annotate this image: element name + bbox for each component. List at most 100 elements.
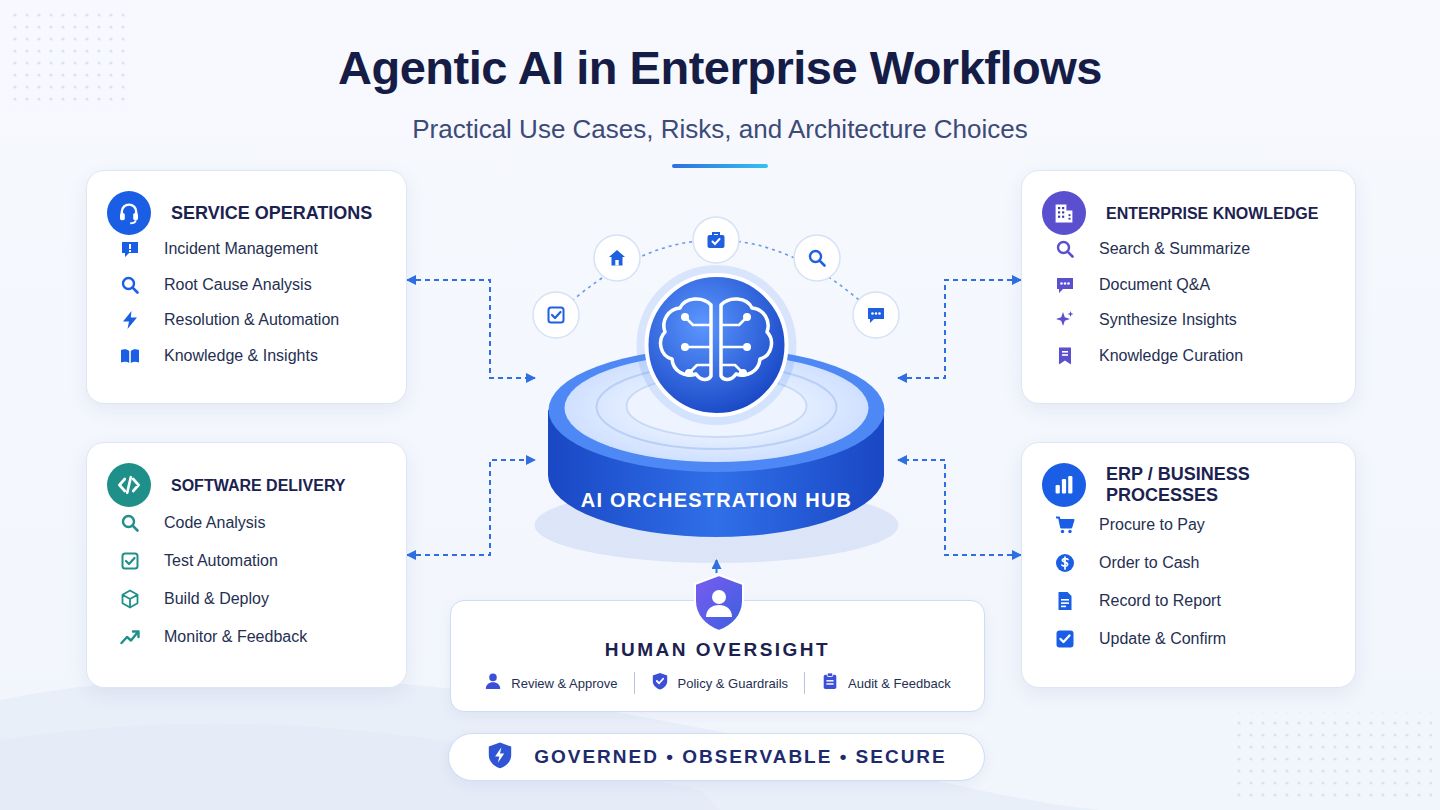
icon: [120, 627, 140, 647]
dot-grid: [1232, 712, 1432, 804]
icon: [120, 551, 140, 571]
list-row: Order to Cash: [1022, 544, 1199, 582]
list-item: Knowledge & Insights: [164, 347, 318, 365]
list-row: Procure to Pay: [1022, 506, 1205, 544]
list-item: Document Q&A: [1099, 276, 1210, 294]
icon-chat: [1055, 275, 1075, 295]
list-row: Document Q&A: [1022, 267, 1210, 303]
node-pill: GOVERNED • OBSERVABLE • SECURE: [448, 733, 985, 781]
node-hub: AI ORCHESTRATION HUB: [535, 225, 898, 560]
icon: [821, 672, 839, 690]
oversight-row: Review & Approve Policy & Guardrails Audit…: [451, 669, 984, 697]
oversight-badge: [691, 573, 747, 633]
list-item: Incident Management: [164, 240, 318, 258]
card-heading: ERP / BUSINESS PROCESSES: [1106, 463, 1347, 507]
header-icon: [1042, 463, 1086, 507]
dashed-connector: [407, 280, 535, 378]
dot-grid: [10, 10, 130, 110]
oversight-item-text: Policy & Guardrails: [678, 676, 789, 691]
list-row: Test Automation: [87, 542, 278, 580]
icon-shieldbolt: [486, 741, 514, 773]
icon: [1055, 275, 1075, 295]
oversight-item-text: Audit & Feedback: [848, 676, 951, 691]
icon: [1052, 473, 1076, 497]
icon-cart: [1055, 515, 1075, 535]
oversight-item: Policy & Guardrails: [634, 672, 805, 694]
icon: [1055, 591, 1075, 611]
list-item: Code Analysis: [164, 514, 265, 532]
node-card: SOFTWARE DELIVERY Code AnalysisTest Autom…: [86, 442, 407, 688]
diagram-title: Agentic AI in Enterprise Workflows: [0, 40, 1440, 95]
icon: [651, 672, 669, 690]
list-row: Update & Confirm: [1022, 620, 1226, 658]
icon: [484, 672, 502, 690]
shield-badge: [691, 573, 747, 633]
icon: [120, 513, 140, 533]
card-heading: SERVICE OPERATIONS: [171, 191, 398, 235]
dashed-connector: [898, 460, 1021, 555]
icon: [120, 346, 140, 366]
list-item: Build & Deploy: [164, 590, 269, 608]
icon: [1052, 201, 1076, 225]
list-row: Resolution & Automation: [87, 302, 339, 338]
list-item: Resolution & Automation: [164, 311, 339, 329]
header-icon: [107, 191, 151, 235]
icon-checkfill: [1055, 629, 1075, 649]
icon-checkbox: [120, 551, 140, 571]
icon-dollar: [1055, 553, 1075, 573]
list-row: Search & Summarize: [1022, 231, 1250, 267]
list-item: Update & Confirm: [1099, 630, 1226, 648]
list-row: Code Analysis: [87, 504, 265, 542]
card-heading: SOFTWARE DELIVERY: [171, 463, 398, 507]
list-row: Root Cause Analysis: [87, 267, 312, 303]
icon-cube: [120, 589, 140, 609]
oversight-item: Review & Approve: [468, 672, 633, 694]
icon-search: [120, 275, 140, 295]
icon-trend: [120, 627, 140, 647]
subtitle: Practical Use Cases, Risks, and Architec…: [0, 114, 1440, 145]
list-item: Test Automation: [164, 552, 278, 570]
icon: [1055, 553, 1075, 573]
list-row: Monitor & Feedback: [87, 618, 307, 656]
list-row: Build & Deploy: [87, 580, 269, 618]
icon: [120, 589, 140, 609]
icon-clipboard: [821, 672, 839, 694]
oversight-heading: HUMAN OVERSIGHT: [451, 639, 984, 661]
list-item: Record to Report: [1099, 592, 1221, 610]
dashed-connector: [407, 460, 535, 555]
list-item: Monitor & Feedback: [164, 628, 307, 646]
icon-shield: [651, 672, 669, 694]
header-icon: [107, 463, 151, 507]
list-item: Root Cause Analysis: [164, 276, 312, 294]
header-icon: [1042, 191, 1086, 235]
node-card: SERVICE OPERATIONS Incident ManagementRoo…: [86, 170, 407, 404]
icon: [120, 310, 140, 330]
hub-label: AI ORCHESTRATION HUB: [581, 489, 852, 512]
dashed-connector: [898, 280, 1021, 378]
icon-alert: [120, 239, 140, 259]
list-row: Knowledge Curation: [1022, 338, 1243, 374]
hub-label-band: AI ORCHESTRATION HUB: [535, 480, 898, 520]
node-over: HUMAN OVERSIGHT Review & Approve Policy & …: [450, 600, 985, 712]
icon: [1055, 515, 1075, 535]
icon-doc: [1055, 591, 1075, 611]
list-row: Incident Management: [87, 231, 318, 267]
list-row: Synthesize Insights: [1022, 302, 1237, 338]
list-row: Knowledge & Insights: [87, 338, 318, 374]
list-item: Order to Cash: [1099, 554, 1199, 572]
icon: [120, 239, 140, 259]
icon: [486, 741, 514, 769]
list-item: Procure to Pay: [1099, 516, 1205, 534]
icon-user: [484, 672, 502, 694]
icon-search: [120, 513, 140, 533]
icon: [1055, 346, 1075, 366]
icon: [1055, 629, 1075, 649]
icon: [117, 201, 141, 225]
icon: [120, 275, 140, 295]
node-card: ERP / BUSINESS PROCESSES Procure to PayOr…: [1021, 442, 1356, 688]
icon: [1055, 310, 1075, 330]
icon-spark: [1055, 310, 1075, 330]
list-item: Synthesize Insights: [1099, 311, 1237, 329]
icon-bookmark: [1055, 346, 1075, 366]
